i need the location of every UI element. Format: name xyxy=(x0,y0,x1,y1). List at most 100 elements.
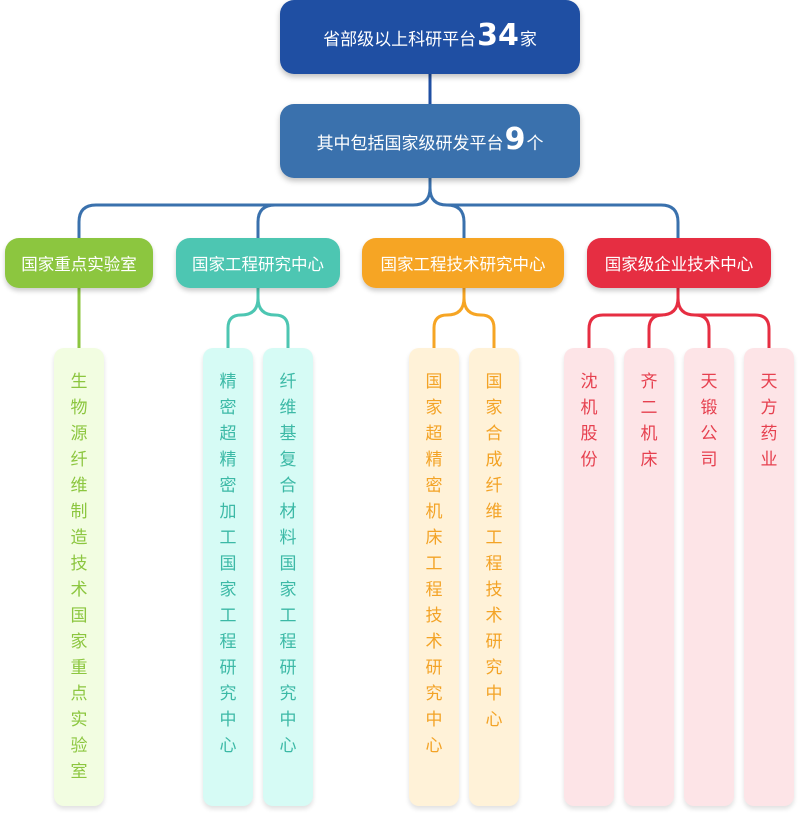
item-character: 材 xyxy=(279,502,297,522)
item-character: 点 xyxy=(70,684,88,704)
item-character: 复 xyxy=(279,450,297,470)
item-character: 超 xyxy=(425,424,443,444)
connector-second-categories xyxy=(77,176,680,240)
item-character: 研 xyxy=(219,658,237,678)
item-character: 国 xyxy=(219,554,237,574)
item-character: 纤 xyxy=(485,476,503,496)
item-character: 技 xyxy=(425,606,443,626)
item-character: 药 xyxy=(760,424,778,444)
item-character: 料 xyxy=(279,528,297,548)
item-character: 工 xyxy=(425,554,443,574)
item-character: 物 xyxy=(70,398,88,418)
item-character: 公 xyxy=(700,424,718,444)
item-character: 研 xyxy=(425,658,443,678)
item-character: 程 xyxy=(425,580,443,600)
item-character: 机 xyxy=(640,424,658,444)
item-character: 究 xyxy=(219,684,237,704)
item-character: 份 xyxy=(580,450,598,470)
connector-orange xyxy=(432,288,496,348)
item-character: 密 xyxy=(425,476,443,496)
item-character: 国 xyxy=(425,372,443,392)
item-character: 程 xyxy=(219,632,237,652)
item-character: 室 xyxy=(70,762,88,782)
item-character: 锻 xyxy=(700,398,718,418)
national-platforms-number: 9 xyxy=(504,121,526,157)
item-character: 天 xyxy=(760,372,778,392)
item-character: 术 xyxy=(485,606,503,626)
item-character: 床 xyxy=(640,450,658,470)
item-character: 纤 xyxy=(70,450,88,470)
item-character: 工 xyxy=(219,528,237,548)
item-character: 家 xyxy=(425,398,443,418)
item-character: 成 xyxy=(485,450,503,470)
item-character: 工 xyxy=(485,528,503,548)
item-character: 究 xyxy=(425,684,443,704)
item-character: 精 xyxy=(219,372,237,392)
item-character: 家 xyxy=(219,580,237,600)
item-character: 齐 xyxy=(640,372,658,392)
item-character: 国 xyxy=(70,606,88,626)
item-character: 精 xyxy=(425,450,443,470)
item-character: 工 xyxy=(279,606,297,626)
item-character: 家 xyxy=(279,580,297,600)
item-character: 超 xyxy=(219,424,237,444)
item-character: 天 xyxy=(700,372,718,392)
item-character: 心 xyxy=(425,736,443,756)
item-character: 心 xyxy=(485,710,503,730)
connector-red xyxy=(587,288,771,348)
item-character: 验 xyxy=(70,736,88,756)
item-character: 密 xyxy=(219,398,237,418)
item-column: 国家合成纤维工程技术研究中心 xyxy=(469,348,519,806)
item-character: 重 xyxy=(70,658,88,678)
item-character: 合 xyxy=(485,424,503,444)
item-column: 齐二机床 xyxy=(624,348,674,806)
item-character: 合 xyxy=(279,476,297,496)
item-character: 纤 xyxy=(279,372,297,392)
item-character: 生 xyxy=(70,372,88,392)
national-platforms-suffix: 个 xyxy=(526,133,544,154)
item-character: 研 xyxy=(279,658,297,678)
item-character: 制 xyxy=(70,502,88,522)
item-character: 中 xyxy=(425,710,443,730)
item-character: 家 xyxy=(485,398,503,418)
national-platforms-prefix: 其中包括国家级研发平台 xyxy=(316,133,504,154)
item-character: 加 xyxy=(219,502,237,522)
item-character: 业 xyxy=(760,450,778,470)
connector-teal xyxy=(226,288,290,348)
item-character: 股 xyxy=(580,424,598,444)
total-platforms-prefix: 省部级以上科研平台 xyxy=(323,29,477,50)
item-character: 究 xyxy=(279,684,297,704)
item-character: 机 xyxy=(425,502,443,522)
item-character: 机 xyxy=(580,398,598,418)
item-character: 国 xyxy=(485,372,503,392)
item-character: 技 xyxy=(485,580,503,600)
item-character: 中 xyxy=(219,710,237,730)
item-character: 二 xyxy=(640,398,658,418)
category-key-lab: 国家重点实验室 xyxy=(5,238,153,288)
item-character: 家 xyxy=(70,632,88,652)
item-character: 床 xyxy=(425,528,443,548)
item-column: 国家超精密机床工程技术研究中心 xyxy=(409,348,459,806)
item-character: 术 xyxy=(70,580,88,600)
item-character: 源 xyxy=(70,424,88,444)
item-character: 密 xyxy=(219,476,237,496)
item-character: 中 xyxy=(485,684,503,704)
item-character: 心 xyxy=(219,736,237,756)
item-character: 精 xyxy=(219,450,237,470)
item-character: 维 xyxy=(485,502,503,522)
item-character: 术 xyxy=(425,632,443,652)
item-character: 实 xyxy=(70,710,88,730)
item-column: 天方药业 xyxy=(744,348,794,806)
item-character: 究 xyxy=(485,658,503,678)
item-character: 程 xyxy=(485,554,503,574)
category-engineering-tech-center: 国家工程技术研究中心 xyxy=(362,238,564,288)
item-character: 司 xyxy=(700,450,718,470)
item-character: 技 xyxy=(70,554,88,574)
item-character: 方 xyxy=(760,398,778,418)
item-character: 维 xyxy=(70,476,88,496)
item-column: 精密超精密加工国家工程研究中心 xyxy=(203,348,253,806)
category-engineering-research-center: 国家工程研究中心 xyxy=(176,238,340,288)
